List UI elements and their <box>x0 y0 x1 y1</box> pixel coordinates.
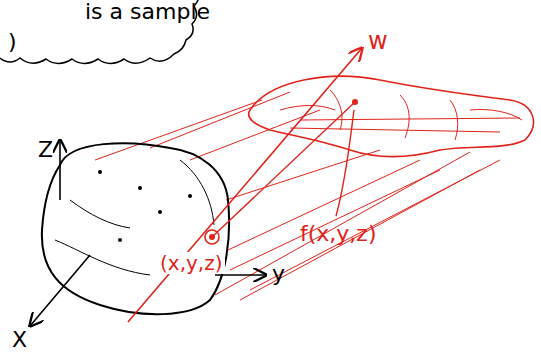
image-region <box>249 76 534 157</box>
point-label: (x,y,z) <box>158 252 225 274</box>
sample-dots <box>98 170 192 242</box>
leader-line <box>336 110 354 216</box>
function-label: f(x,y,z) <box>300 222 376 246</box>
axis-label: Z <box>38 138 53 162</box>
region-shading <box>280 90 522 140</box>
domain-region <box>42 143 229 314</box>
mapping-line <box>212 102 355 237</box>
w-axis <box>128 48 362 322</box>
x-axis <box>30 255 90 326</box>
y-axis <box>215 274 266 276</box>
axis-label: X <box>12 328 27 352</box>
cloud-note: is a sample <box>85 0 210 24</box>
hatch-strokes <box>95 92 520 300</box>
point-dot <box>209 234 215 240</box>
axis-label: y <box>272 262 285 286</box>
z-axis <box>59 140 61 200</box>
axis-label: w <box>368 28 388 54</box>
point-ring <box>205 230 219 244</box>
image-dot <box>352 99 358 105</box>
cloud-note: ) <box>8 30 17 54</box>
